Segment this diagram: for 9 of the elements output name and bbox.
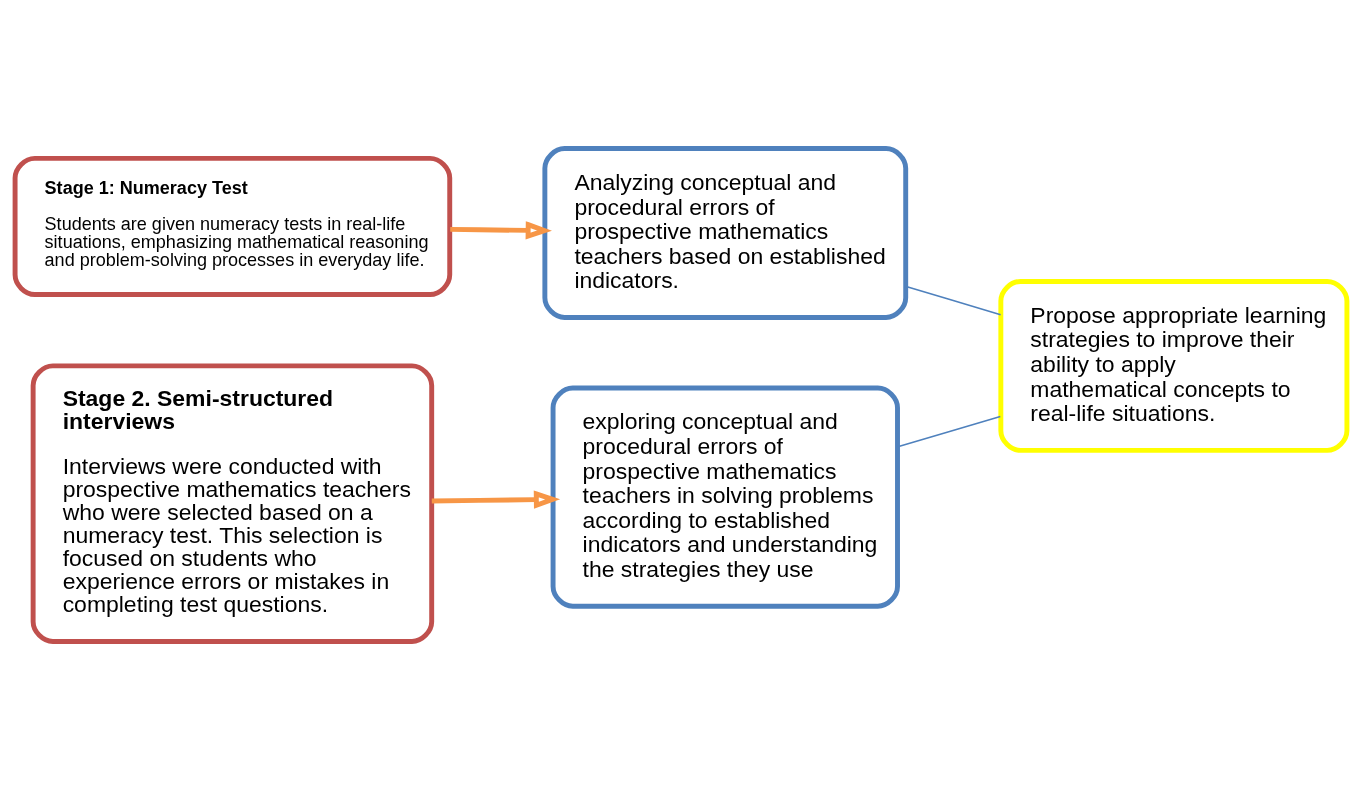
node-box: Stage 2. Semi-structured interviews Interviews were conducted with prospective mathematics teachers who were selected based on a numeracy test. This selection is focused on students who experience errors or mistakes in completing test questions. — [30, 362, 435, 644]
node-box: Analyzing conceptual and procedural errors of prospective mathematics teachers based on established indicators. — [542, 145, 909, 320]
node-box: exploring conceptual and procedural errors of prospective mathematics teachers in solving problems according to established indicators and understanding the strategies they use — [550, 385, 900, 609]
arrow — [450, 220, 552, 240]
connector — [897, 415, 1002, 448]
connector — [905, 285, 1002, 315]
arrow — [431, 489, 561, 509]
node-box: Stage 1: Numeracy Test Students are given numeracy tests in real-life situations, emphasizing mathematical reasoning and problem-solving processes in everyday life. — [12, 155, 453, 297]
node-box: Propose appropriate learning strategies to improve their ability to apply mathematical concepts to real-life situations. — [998, 278, 1350, 453]
